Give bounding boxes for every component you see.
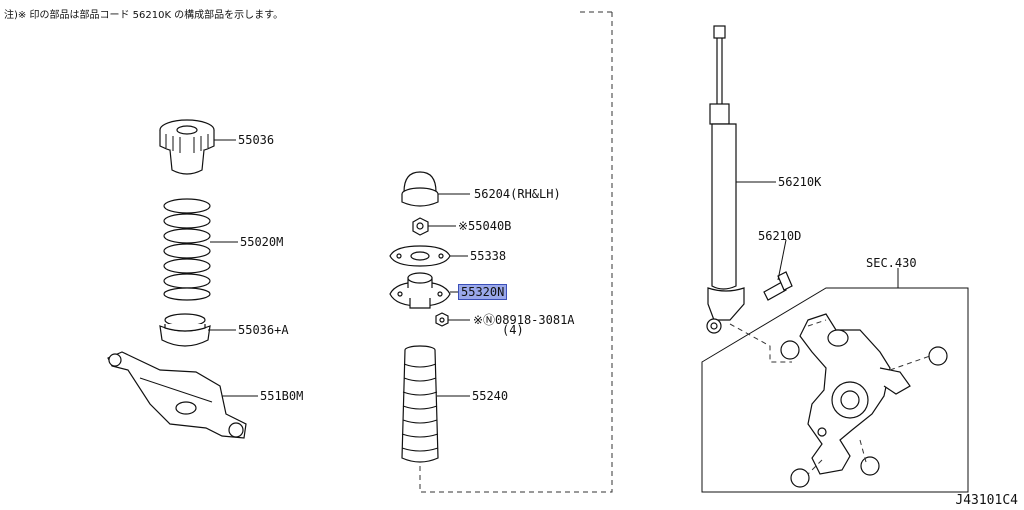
self-lock-nut-drawing[interactable] xyxy=(412,217,429,236)
diagram-code: J43101C4 xyxy=(955,493,1018,508)
shock-absorber-drawing[interactable] xyxy=(706,25,745,334)
knuckle-drawing[interactable] xyxy=(780,313,948,488)
label-self-lock-nut[interactable]: ※55040B xyxy=(458,219,512,233)
label-sec-ref[interactable]: SEC.430 xyxy=(866,256,917,270)
mount-gasket-drawing[interactable] xyxy=(389,245,451,267)
label-bound-bumper[interactable]: 55240 xyxy=(472,389,509,403)
label-dust-cap[interactable]: 56204(RH&LH) xyxy=(474,187,561,201)
spring-seat-upper-drawing[interactable] xyxy=(159,119,215,175)
lower-arm-drawing[interactable] xyxy=(107,351,247,439)
bound-bumper-drawing[interactable] xyxy=(401,345,439,463)
label-bolt[interactable]: 56210D xyxy=(758,229,802,243)
bolt-drawing[interactable] xyxy=(763,271,793,301)
coil-spring-drawing[interactable] xyxy=(163,198,211,301)
label-lower-arm[interactable]: 551B0M xyxy=(260,389,304,403)
label-nut-qty: (4) xyxy=(502,323,524,337)
leader-lines xyxy=(208,139,931,475)
label-strut-mount-highlighted[interactable]: 55320N xyxy=(458,284,508,300)
spring-seat-lower-drawing[interactable] xyxy=(159,313,211,347)
label-mount-gasket[interactable]: 55338 xyxy=(470,249,507,263)
label-coil-spring[interactable]: 55020M xyxy=(240,235,284,249)
dust-cap-drawing[interactable] xyxy=(401,171,439,207)
label-shock-absorber[interactable]: 56210K xyxy=(778,175,822,189)
strut-mount-drawing[interactable] xyxy=(389,272,451,309)
label-spring-seat-lower[interactable]: 55036+A xyxy=(238,323,289,337)
label-nut[interactable]: ※Ⓝ08918-3081A xyxy=(473,313,575,327)
nut-drawing[interactable] xyxy=(435,312,449,327)
header-note: 注)※ 印の部品は部品コード 56210K の構成部品を示します。 xyxy=(4,10,284,21)
label-spring-seat-upper[interactable]: 55036 xyxy=(238,133,275,147)
